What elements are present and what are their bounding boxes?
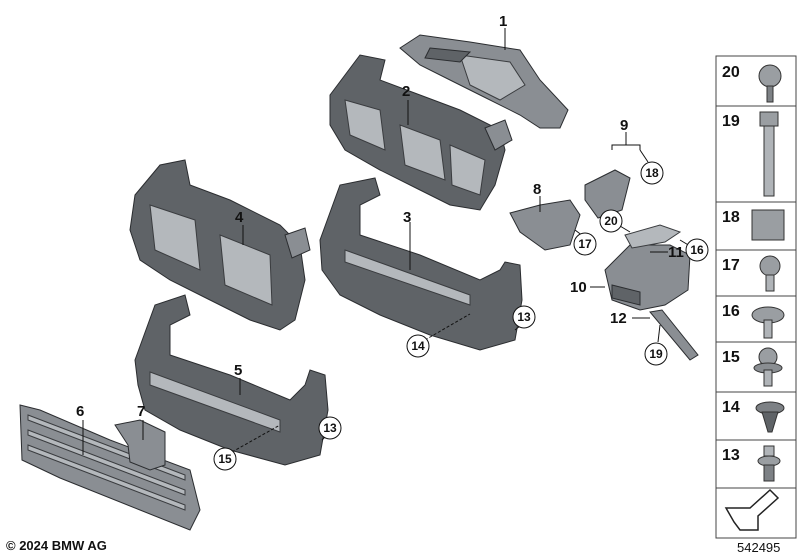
svg-text:13: 13 bbox=[517, 310, 531, 324]
fastener-box-13 bbox=[715, 439, 797, 489]
svg-text:14: 14 bbox=[411, 339, 425, 353]
fastener-label-15: 15 bbox=[722, 349, 740, 366]
fastener-label-17: 17 bbox=[722, 257, 740, 274]
part-3-carrier-upper bbox=[319, 177, 523, 351]
callout-2: 2 bbox=[402, 83, 410, 100]
part-5-carrier-lower bbox=[134, 294, 329, 466]
svg-text:15: 15 bbox=[218, 452, 232, 466]
svg-text:17: 17 bbox=[578, 237, 592, 251]
fastener-box-20 bbox=[715, 55, 797, 107]
part-7-bracket bbox=[114, 419, 166, 471]
circled-callout-15: 15 bbox=[213, 424, 281, 471]
circled-callout-14: 14 bbox=[406, 313, 471, 358]
circled-callout-16: 16 bbox=[679, 238, 709, 262]
circled-callout-13-lower: 13 bbox=[318, 416, 342, 441]
part-11-bracket bbox=[624, 224, 682, 249]
document-number: 542495 bbox=[737, 540, 781, 555]
fastener-box-19 bbox=[715, 105, 797, 203]
travel-direction-arrow-icon bbox=[724, 488, 780, 531]
fastener-column: 20 19 18 17 16 15 14 13 bbox=[715, 55, 797, 539]
callout-5: 5 bbox=[234, 362, 242, 379]
callout-8: 8 bbox=[533, 181, 541, 198]
svg-text:19: 19 bbox=[649, 347, 663, 361]
callout-12: 12 bbox=[610, 310, 627, 327]
svg-text:20: 20 bbox=[604, 214, 618, 228]
callout-10: 10 bbox=[570, 279, 587, 296]
fastener-label-16: 16 bbox=[722, 303, 740, 320]
callout-11: 11 bbox=[668, 244, 684, 261]
svg-text:13: 13 bbox=[323, 421, 337, 435]
circled-callout-19: 19 bbox=[644, 324, 668, 366]
part-2-grille-frame-upper bbox=[329, 54, 513, 211]
callout-7: 7 bbox=[137, 403, 145, 420]
part-1-upper-air-duct bbox=[399, 34, 569, 129]
circled-callout-18: 18 bbox=[639, 149, 664, 185]
fastener-label-14: 14 bbox=[722, 399, 740, 416]
callout-4: 4 bbox=[235, 209, 244, 226]
part-8-air-duct bbox=[509, 199, 581, 251]
callout-9: 9 bbox=[620, 117, 628, 134]
part-4-grille-frame bbox=[129, 159, 311, 331]
part-10-air-duct-block bbox=[604, 244, 691, 311]
copyright-text: © 2024 BMW AG bbox=[6, 538, 107, 553]
svg-text:16: 16 bbox=[690, 243, 704, 257]
part-12-strut bbox=[649, 309, 699, 361]
callout-6: 6 bbox=[76, 403, 84, 420]
part-9-air-duct bbox=[584, 169, 631, 219]
callout-1: 1 bbox=[499, 13, 507, 30]
circled-callout-20: 20 bbox=[599, 209, 631, 233]
fastener-label-18: 18 bbox=[722, 209, 740, 226]
callout-3: 3 bbox=[403, 209, 411, 226]
leader-9 bbox=[611, 132, 641, 150]
circled-callout-17: 17 bbox=[573, 229, 597, 256]
circled-callout-13-upper: 13 bbox=[512, 305, 536, 331]
fastener-label-19: 19 bbox=[722, 113, 740, 130]
fastener-label-13: 13 bbox=[722, 447, 740, 464]
svg-text:18: 18 bbox=[645, 166, 659, 180]
fastener-label-20: 20 bbox=[722, 64, 740, 81]
